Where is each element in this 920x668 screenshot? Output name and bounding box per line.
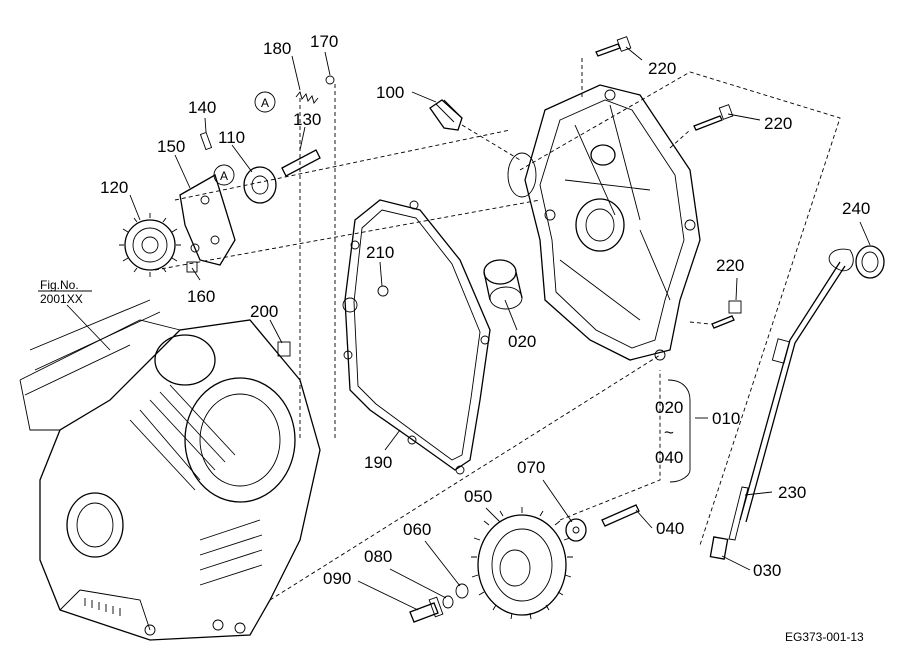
marker-a-mid: A <box>213 164 235 186</box>
callout-220-low: 220 <box>716 256 744 275</box>
callout-120: 120 <box>100 178 128 197</box>
gear-case-cover-drawing <box>483 71 841 546</box>
range-tilde: ~ <box>664 423 674 442</box>
timing-gear-drawing <box>409 370 661 623</box>
sensor-drawing <box>429 99 521 161</box>
assembly-range: 020 ~ 040 010 <box>655 398 740 467</box>
crankcase-drawing <box>19 299 661 641</box>
figure-reference: Fig.No. 2001XX <box>38 278 92 306</box>
callout-070: 070 <box>517 458 545 477</box>
callout-180: 180 <box>263 39 291 58</box>
marker-a-top-label: A <box>261 96 269 110</box>
callout-230: 230 <box>778 483 806 502</box>
callout-220-mid: 220 <box>764 114 792 133</box>
oil-pump-drawing <box>119 75 541 440</box>
range-to: 040 <box>655 448 683 467</box>
callout-190: 190 <box>364 453 392 472</box>
callout-140: 140 <box>188 98 216 117</box>
callout-160: 160 <box>187 287 215 306</box>
callout-060: 060 <box>403 520 431 539</box>
callout-080: 080 <box>364 547 392 566</box>
image-code: EG373-001-13 <box>785 630 864 644</box>
callout-020-bushing: 020 <box>508 332 536 351</box>
callout-050: 050 <box>464 487 492 506</box>
figure-reference-line2: 2001XX <box>40 292 83 306</box>
callout-150: 150 <box>157 137 185 156</box>
leader-lines <box>66 46 871 611</box>
callout-210: 210 <box>366 243 394 262</box>
bolts-220-drawing <box>581 36 742 329</box>
marker-a-mid-label: A <box>220 169 228 183</box>
marker-a-top: A <box>254 91 276 113</box>
callout-110: 110 <box>218 128 245 147</box>
callout-240: 240 <box>842 199 870 218</box>
callout-030: 030 <box>753 561 781 580</box>
gasket-drawing <box>342 199 491 475</box>
range-assembly: 010 <box>712 409 740 428</box>
callout-040-shaft: 040 <box>656 519 684 538</box>
range-from: 020 <box>655 398 683 417</box>
callout-200: 200 <box>250 302 278 321</box>
callout-220-top: 220 <box>648 59 676 78</box>
callout-170: 170 <box>310 32 338 51</box>
figure-reference-line1: Fig.No. <box>40 278 79 292</box>
callout-130: 130 <box>293 110 321 129</box>
callout-090: 090 <box>323 569 351 588</box>
oil-gauge-drawing <box>709 245 885 560</box>
callout-100: 100 <box>376 83 404 102</box>
